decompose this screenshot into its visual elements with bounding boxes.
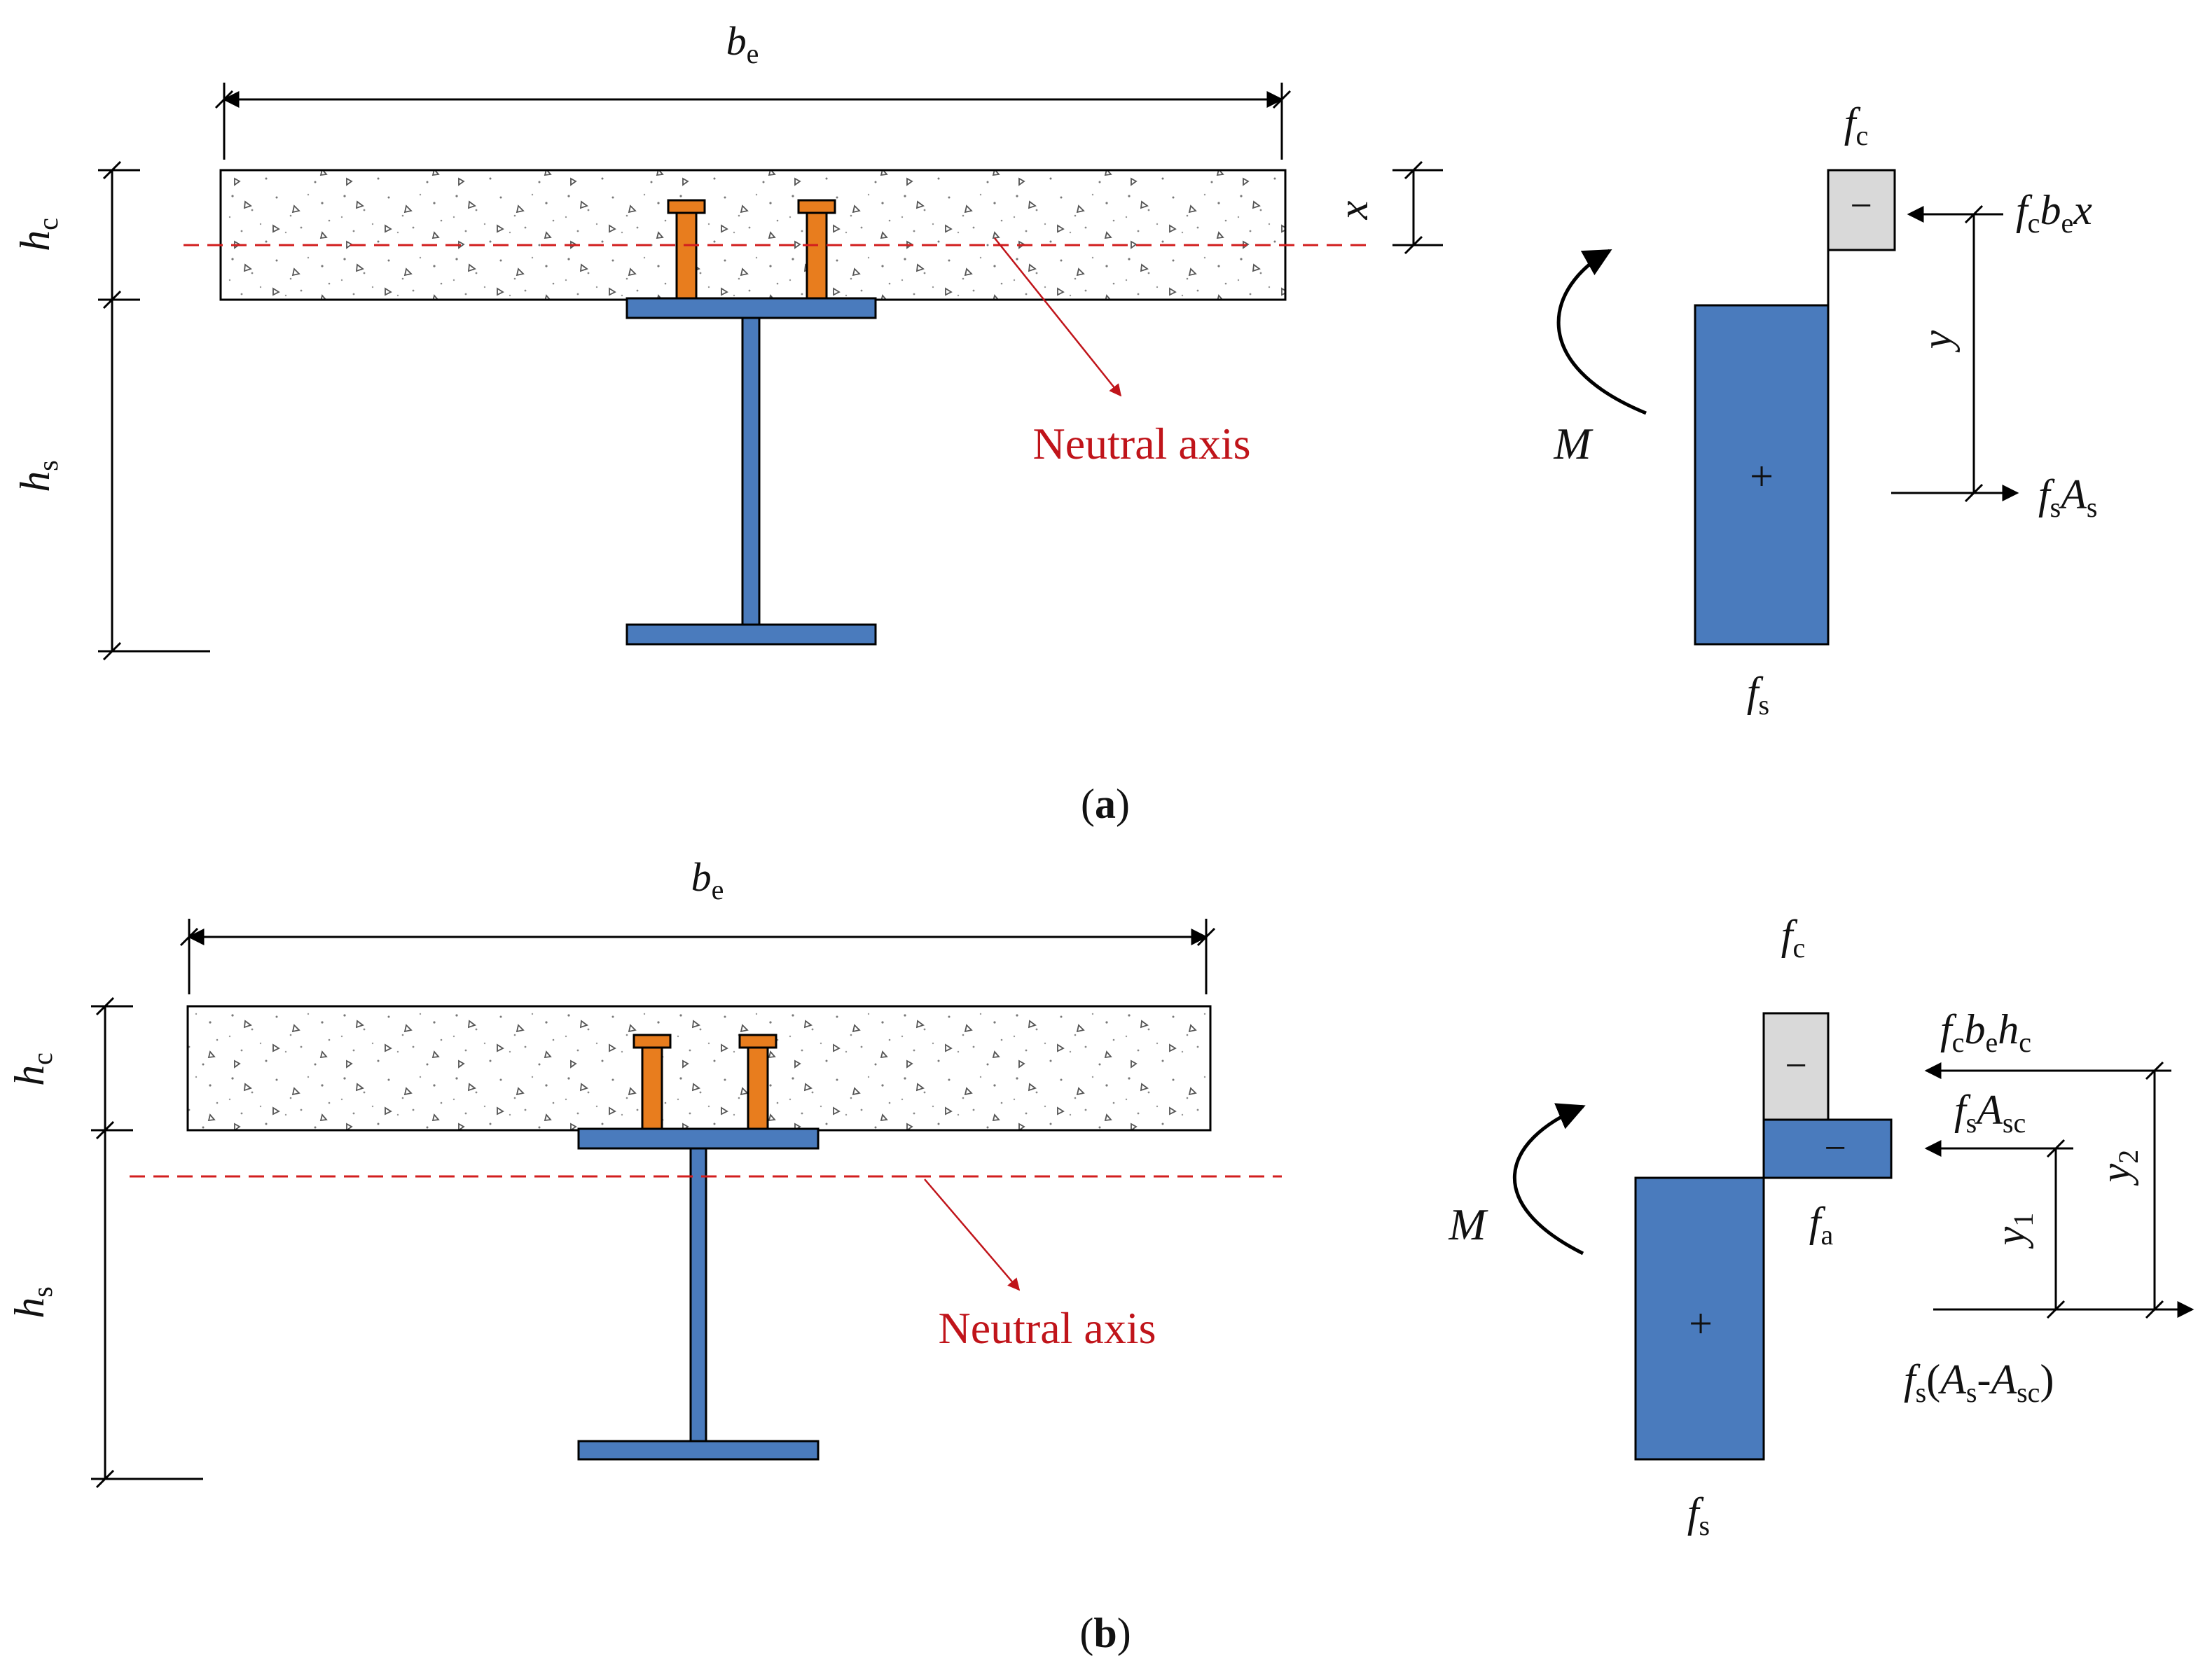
moment-label-a: M [1553, 419, 1594, 468]
slab-depth-label-b: hc [6, 1052, 58, 1086]
stress-bottom-label-a: fs [1747, 669, 1769, 721]
neutral-axis-label-b: Neutral axis [939, 1303, 1156, 1353]
force-top-label-a: fcbex [2016, 187, 2092, 239]
force-mid-label-b: fsAsc [1954, 1087, 2026, 1139]
shear-studs-a [667, 199, 836, 301]
compression-sign-flange-b: − [1824, 1127, 1846, 1170]
steel-beam-b [577, 1127, 820, 1461]
panel-a: be Neutral axis x [12, 18, 2097, 827]
steel-depth-label-a: hs [12, 460, 64, 492]
force-bottom-label-b: fs(As-Asc) [1904, 1356, 2054, 1408]
compression-sign-a: − [1850, 184, 1872, 228]
shear-studs-b [633, 1034, 777, 1132]
caption-b: (b) [1079, 1610, 1131, 1656]
lever-arm-label-a: y [1914, 330, 1960, 353]
width-dimension-b: be [179, 854, 1216, 994]
x-dimension-a: x [1330, 160, 1443, 255]
compression-block-a [1827, 169, 1896, 251]
tension-sign-b: + [1689, 1300, 1713, 1347]
lever-arm-2-label-b: y2 [2092, 1150, 2144, 1187]
concrete-slab-b [186, 1005, 1212, 1132]
slab-depth-label-a: hc [12, 218, 64, 251]
lever-arm-1-label-b: y1 [1987, 1213, 2039, 1250]
stress-top-label-a: fc [1844, 99, 1868, 151]
depth-dimensions-a: hc hs [12, 160, 210, 661]
force-bottom-label-a: fsAs [2038, 471, 2097, 523]
moment-label-b: M [1448, 1200, 1488, 1249]
force-top-label-b: fcbehc [1940, 1006, 2031, 1058]
concrete-compression-block-b [1762, 1012, 1830, 1121]
depth-dimensions-b: hc hs [6, 996, 203, 1489]
panel-b: be Neutral axis h [6, 854, 2194, 1656]
stress-flange-label-b: fa [1809, 1199, 1834, 1251]
width-label-b: be [691, 854, 724, 905]
moment-arrow-b [1513, 1103, 1586, 1256]
tension-sign-a: + [1750, 453, 1774, 499]
stress-diagram-b: − − + fc fa fs [1634, 912, 1893, 1541]
flange-compression-block-b [1762, 1118, 1893, 1179]
x-label-a: x [1330, 200, 1376, 220]
caption-a: (a) [1081, 781, 1130, 827]
force-couple-b: y1 y2 fcbehc fsAsc fs(As-Asc) [1904, 1006, 2194, 1408]
compression-sign-top-b: − [1785, 1044, 1807, 1087]
force-couple-a: y fcbex fsAs [1891, 187, 2097, 523]
neutral-axis-label-a: Neutral axis [1033, 419, 1251, 468]
steel-depth-label-b: hs [6, 1286, 58, 1319]
width-dimension-a: be [214, 18, 1292, 160]
width-label-a: be [726, 18, 759, 69]
stress-bottom-label-b: fs [1687, 1489, 1710, 1541]
tension-block-a [1694, 304, 1830, 646]
tension-block-b [1634, 1176, 1765, 1461]
moment-arrow-a [1556, 249, 1647, 415]
stress-diagram-a: − + fc fs [1694, 99, 1896, 721]
stress-top-label-b: fc [1781, 912, 1805, 964]
concrete-slab-a [219, 169, 1287, 301]
steel-beam-a [625, 297, 877, 646]
